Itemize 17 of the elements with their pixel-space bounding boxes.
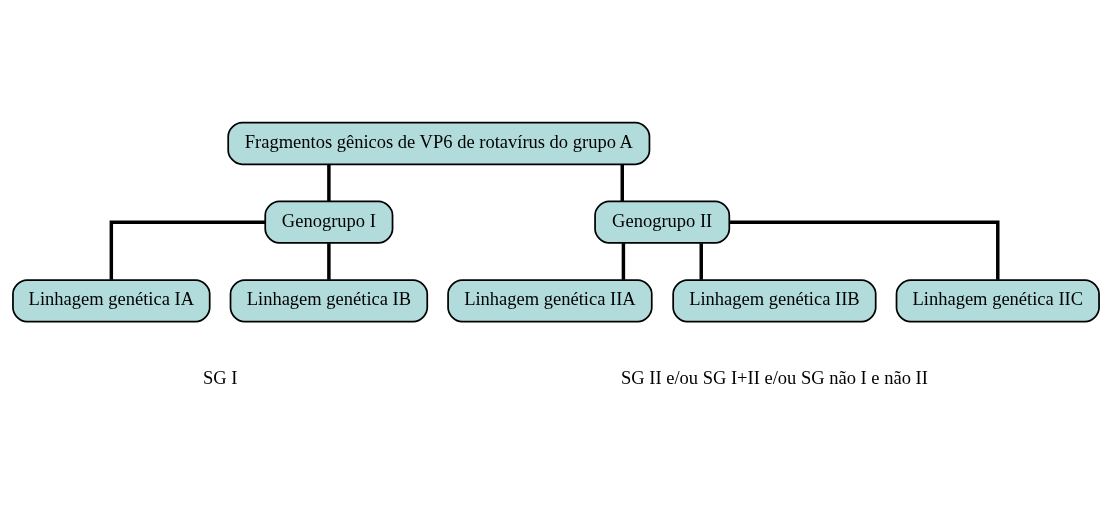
label: SG II e/ou SG I+II e/ou SG não I e não II (620, 367, 928, 388)
label: SG I (202, 367, 238, 388)
connector (327, 164, 331, 201)
connector (729, 220, 1000, 280)
node-box: Linhagem genética IIB (672, 279, 877, 323)
connector (620, 164, 624, 201)
connector (699, 243, 703, 280)
node-box: Linhagem genética IA (12, 279, 211, 323)
node-box: Genogrupo I (264, 200, 394, 244)
connector (621, 243, 626, 280)
connector (109, 220, 266, 280)
node-box: Fragmentos gênicos de VP6 de rotavírus do grupo A (227, 121, 651, 166)
connector (327, 243, 331, 280)
node-box: Linhagem genética IIA (447, 279, 653, 323)
node-box: Linhagem genética IB (229, 279, 429, 323)
node-box: Linhagem genética IIC (895, 279, 1100, 323)
node-box: Genogrupo II (594, 200, 731, 244)
